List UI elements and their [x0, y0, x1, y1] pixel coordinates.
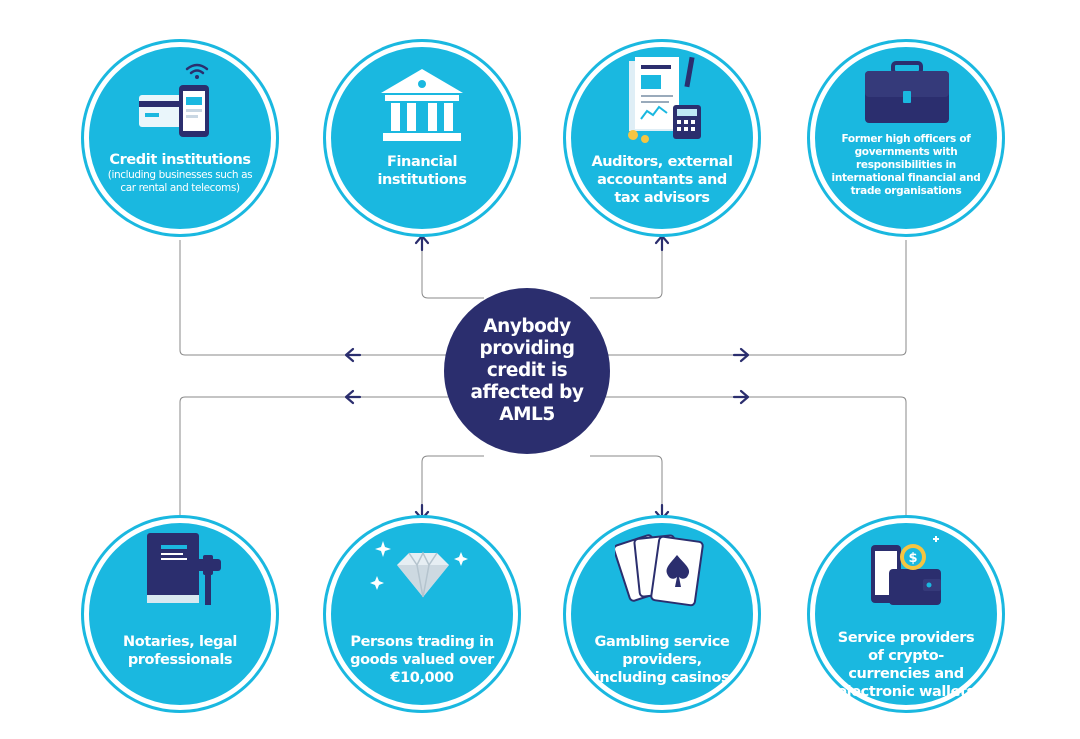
connector-gambling: [590, 455, 663, 512]
documents-calculator-icon: [628, 56, 701, 143]
node-credit-institutions: Credit institutions (including businesse…: [84, 42, 276, 234]
phone-wallet-coin-icon: $: [871, 536, 941, 605]
connector-credit-institutions: [179, 240, 450, 356]
diamond-icon: [370, 541, 468, 598]
arrow-right-lower: [732, 389, 750, 405]
playing-cards-icon: [615, 534, 704, 607]
svg-text:$: $: [908, 551, 917, 566]
node-former-officers: Former high officers of governments with…: [810, 42, 1002, 234]
arrow-down-traders: [414, 503, 430, 521]
node-title: Financial institutions: [377, 154, 467, 188]
node-gambling: Gambling service providers, including ca…: [566, 518, 758, 710]
node-title: Former high officers of governments with…: [831, 133, 981, 197]
arrow-down-gambling: [654, 503, 670, 521]
connector-financial-institutions: [421, 244, 484, 299]
card-phone-wifi-icon: [139, 63, 209, 137]
node-financial-institutions: Financial institutions: [326, 42, 518, 234]
node-title: Gambling service providers, including ca…: [594, 634, 730, 686]
connector-former-officers: [605, 240, 907, 356]
node-goods-traders: Persons trading in goods valued over €10…: [326, 518, 518, 710]
node-auditors: Auditors, external accountants and tax a…: [566, 42, 758, 234]
node-notaries: Notaries, legal professionals: [84, 518, 276, 710]
arrow-left-lower: [344, 389, 362, 405]
node-title: Credit institutions: [109, 152, 251, 168]
connector-crypto: [605, 396, 907, 522]
connector-auditors: [590, 244, 663, 299]
connector-traders: [421, 455, 484, 512]
node-title: Persons trading in goods valued over €10…: [350, 634, 494, 686]
law-book-gavel-icon: [147, 533, 221, 605]
arrow-up-financial: [414, 234, 430, 252]
node-title: Notaries, legal professionals: [123, 634, 237, 668]
bank-building-icon: [381, 69, 463, 141]
arrow-left-upper: [344, 347, 362, 363]
node-title: Service providers of crypto-currencies a…: [837, 630, 975, 700]
arrow-right-upper: [732, 347, 750, 363]
briefcase-icon: [865, 61, 949, 123]
node-title: Auditors, external accountants and tax a…: [591, 154, 733, 206]
arrow-up-auditors: [654, 234, 670, 252]
connector-notaries: [179, 396, 450, 522]
node-subtitle: (including businesses such as car rental…: [107, 169, 253, 194]
node-crypto-providers: $ Service providers of crypto-currencies…: [810, 518, 1002, 710]
center-node: Anybody providing credit is affected by …: [444, 288, 610, 454]
center-text: Anybody providing credit is affected by …: [470, 316, 584, 425]
